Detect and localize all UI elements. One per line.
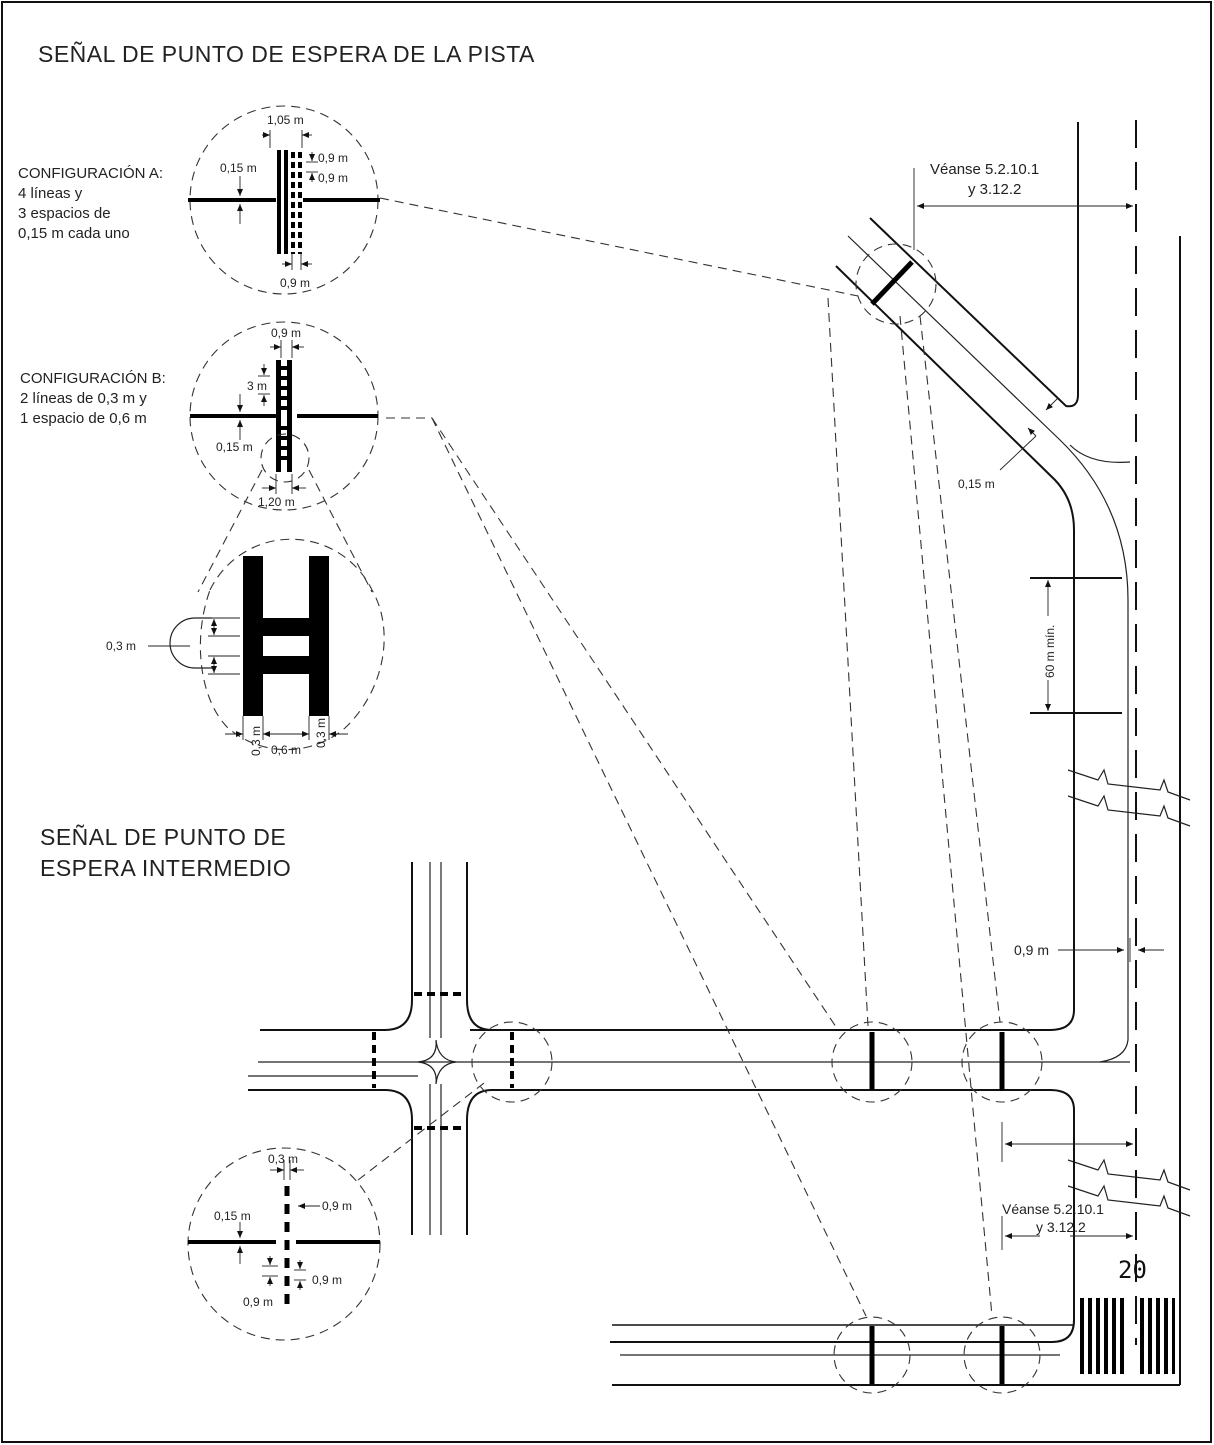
- detail-dim-left: 0,3 m: [106, 639, 136, 653]
- config-b-bar-right: [287, 360, 292, 472]
- plan-dim-015: 0,15 m: [958, 477, 995, 491]
- runway-fillet-curve: [1069, 444, 1131, 463]
- break-symbol-upper: [1067, 768, 1191, 827]
- upper-runway-holding-marking: [870, 260, 914, 306]
- config-b-dim-3m: 3 m: [247, 379, 267, 393]
- config-a-dim-left: 0,15 m: [220, 161, 257, 175]
- intersection-star: [417, 1039, 457, 1085]
- upper-taxiway-left-edge: [869, 122, 1079, 408]
- config-a-line2: 4 líneas y: [18, 185, 83, 202]
- detail-rung-bottom: [263, 656, 309, 674]
- title-intermediate-line2: ESPERA INTERMEDIO: [40, 855, 291, 881]
- upper-taxiway-right-edge: [470, 265, 1075, 1031]
- config-b-rungs: [281, 366, 287, 460]
- config-b-bar-left: [276, 360, 281, 472]
- vertical-taxiway-lower-left: [248, 1089, 413, 1235]
- config-b-dim-top: 0,9 m: [271, 326, 301, 340]
- vertical-taxiway-left-edge: [260, 862, 413, 1031]
- detail-bar-left: [243, 556, 263, 716]
- intermediate-dim-r2: 0,9 m: [312, 1273, 342, 1287]
- config-b-line3: 1 espacio de 0,6 m: [20, 410, 147, 427]
- holding-circle-b-lower: [833, 1316, 911, 1394]
- plan-ref1-line2: y 3.12.2: [968, 181, 1021, 198]
- plan-dim-09: 0,9 m: [1014, 942, 1049, 958]
- runway-designator: 20: [1118, 1256, 1147, 1284]
- upper-taxiway-centerline: [847, 235, 1129, 1063]
- plan-ref1-line1: Véanse 5.2.10.1: [930, 161, 1039, 178]
- plan-view: 60 m mín. 0,15 m 0,9 m Véanse 5.2.10.1 y…: [248, 120, 1191, 1394]
- config-a-solid-line-1: [277, 150, 281, 254]
- leader-lines: [357, 197, 1001, 1317]
- intermediate-dim-r1: 0,9 m: [322, 1199, 352, 1213]
- holding-circle-a-lower: [963, 1316, 1041, 1394]
- title-runway-holding: SEÑAL DE PUNTO DE ESPERA DE LA PISTA: [38, 41, 535, 67]
- config-a-line4: 0,15 m cada uno: [18, 225, 130, 242]
- vertical-taxiway-right-edge: [466, 862, 493, 1031]
- plan-ref2-line2: y 3.12.2: [1036, 1219, 1086, 1235]
- holding-circle-b-upper: [831, 1021, 913, 1103]
- threshold-marking: [1080, 1298, 1175, 1374]
- detail-outline: [199, 538, 385, 751]
- config-b-line2: 2 líneas de 0,3 m y: [20, 390, 147, 407]
- config-a-heading: CONFIGURACIÓN A:: [18, 165, 163, 182]
- upper-holding-circle: [855, 243, 937, 325]
- break-symbol-lower: [1067, 1158, 1191, 1217]
- title-intermediate-line1: SEÑAL DE PUNTO DE: [40, 824, 286, 850]
- detail-group: 0,3 m 0,3 m 0,6 m 0,3 m: [106, 469, 385, 757]
- detail-dim-b1: 0,3 m: [249, 726, 263, 756]
- config-a-group: CONFIGURACIÓN A: 4 líneas y 3 espacios d…: [18, 105, 380, 295]
- config-b-dim-bottom: 1,20 m: [258, 495, 295, 509]
- config-a-dim-r2: 0,9 m: [318, 171, 348, 185]
- intermediate-detail-group: 0,3 m 0,15 m 0,9 m 0,9 m 0,9 m: [187, 1147, 381, 1341]
- plan-ref2-line1: Véanse 5.2.10.1: [1002, 1201, 1104, 1217]
- config-b-heading: CONFIGURACIÓN B:: [20, 370, 166, 387]
- intermediate-marking-circle: [471, 1021, 553, 1103]
- config-a-solid-line-2: [284, 150, 288, 254]
- intermediate-dim-b: 0,9 m: [243, 1295, 273, 1309]
- vertical-taxiway-lower-right: [466, 1089, 1075, 1343]
- config-a-dim-r1: 0,9 m: [318, 151, 348, 165]
- config-b-zoom-circle: [260, 433, 310, 483]
- config-a-line3: 3 espacios de: [18, 205, 111, 222]
- detail-bar-right: [309, 556, 329, 716]
- detail-dim-b3: 0,3 m: [314, 718, 328, 748]
- detail-dim-b2: 0,6 m: [271, 743, 301, 757]
- plan-dim-60m: 60 m mín.: [1043, 625, 1057, 678]
- detail-rung-top: [263, 618, 309, 636]
- config-a-dim-bottom: 0,9 m: [280, 276, 310, 290]
- intermediate-dim-top: 0,3 m: [268, 1152, 298, 1166]
- config-b-dim-left: 0,15 m: [216, 440, 253, 454]
- config-b-group: CONFIGURACIÓN B: 2 líneas de 0,3 m y 1 e…: [20, 321, 379, 511]
- config-a-dim-top: 1,05 m: [267, 113, 304, 127]
- holding-circle-a-upper: [961, 1021, 1043, 1103]
- intermediate-dim-left: 0,15 m: [214, 1209, 251, 1223]
